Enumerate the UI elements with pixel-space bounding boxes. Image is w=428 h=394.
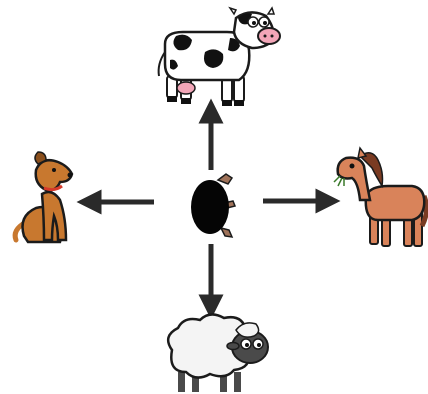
sheep-icon <box>166 313 269 392</box>
cow-icon <box>157 6 281 106</box>
arrows-group <box>76 98 341 320</box>
horse-icon <box>333 146 428 247</box>
dog-icon <box>12 151 74 244</box>
beetle-icon <box>191 173 237 238</box>
